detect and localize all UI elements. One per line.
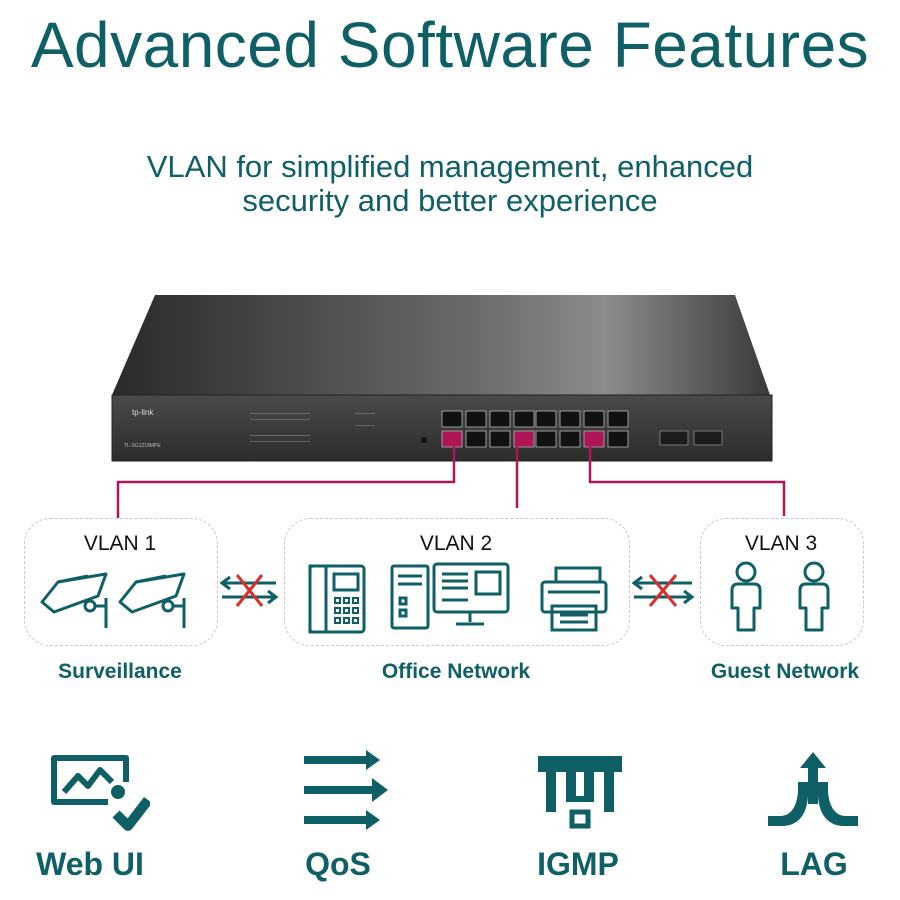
vlan-2-name: Office Network bbox=[381, 660, 531, 683]
vlan-1-group bbox=[24, 518, 218, 646]
vlan-3-group bbox=[700, 518, 864, 646]
rj45-port bbox=[513, 410, 535, 428]
subtitle-line-1: VLAN for simplified management, enhanced bbox=[146, 149, 754, 184]
rj45-port bbox=[441, 430, 463, 448]
lag-icon bbox=[768, 752, 858, 826]
rj45-port bbox=[465, 430, 487, 448]
blocked-x-icon bbox=[648, 574, 678, 607]
rj45-ports bbox=[441, 410, 629, 448]
link-vlan3 bbox=[588, 443, 786, 516]
rj45-port bbox=[489, 430, 511, 448]
switch-front-panel bbox=[111, 394, 773, 462]
reset-button bbox=[421, 437, 427, 443]
rj45-port bbox=[489, 410, 511, 428]
rj45-port bbox=[535, 410, 557, 428]
person-icon bbox=[730, 561, 762, 632]
vlan-1-name: Surveillance bbox=[58, 660, 182, 683]
isolation-arrow-left bbox=[219, 575, 279, 605]
status-leds bbox=[250, 413, 375, 442]
vlan-2-group bbox=[284, 518, 630, 646]
feature-lag-label: LAG bbox=[780, 846, 848, 882]
vlan-3-name: Guest Network bbox=[710, 660, 860, 683]
rj45-port bbox=[513, 430, 535, 448]
printer-icon bbox=[540, 566, 608, 632]
web-ui-icon bbox=[51, 755, 150, 831]
person-icon bbox=[798, 561, 830, 632]
switch-model-label: TL-SG1218MPE bbox=[124, 443, 161, 449]
switch-top-surface bbox=[112, 295, 770, 395]
rj45-port bbox=[535, 430, 557, 448]
vlan-2-label: VLAN 2 bbox=[419, 532, 493, 555]
feature-web-ui-label: Web UI bbox=[36, 846, 144, 882]
rj45-port bbox=[559, 410, 581, 428]
vlan-3-label: VLAN 3 bbox=[744, 532, 818, 555]
feature-qos-label: QoS bbox=[305, 846, 371, 882]
rj45-port bbox=[465, 410, 487, 428]
igmp-icon bbox=[538, 756, 622, 829]
rj45-port bbox=[607, 410, 629, 428]
page-subtitle: VLAN for simplified management, enhanced… bbox=[0, 150, 900, 218]
link-vlan1 bbox=[116, 443, 456, 518]
rj45-port bbox=[559, 430, 581, 448]
subtitle-line-2: security and better experience bbox=[242, 183, 658, 218]
isolation-arrow-right bbox=[631, 575, 695, 605]
camera-icon bbox=[118, 572, 186, 628]
camera-icon bbox=[40, 572, 108, 628]
rj45-port bbox=[583, 410, 605, 428]
rj45-port bbox=[607, 430, 629, 448]
network-switch: tp-link TL-SG1218MPE bbox=[111, 295, 773, 462]
qos-icon bbox=[304, 750, 388, 830]
blocked-x-icon bbox=[235, 574, 264, 607]
rj45-port bbox=[441, 410, 463, 428]
vlan-1-label: VLAN 1 bbox=[83, 532, 157, 555]
page-title: Advanced Software Features bbox=[30, 9, 870, 81]
sfp-ports bbox=[659, 430, 723, 446]
ip-phone-icon bbox=[308, 564, 366, 634]
switch-brand-logo: tp-link bbox=[132, 408, 154, 417]
desktop-computer-icon bbox=[390, 562, 510, 630]
feature-igmp-label: IGMP bbox=[537, 846, 619, 882]
